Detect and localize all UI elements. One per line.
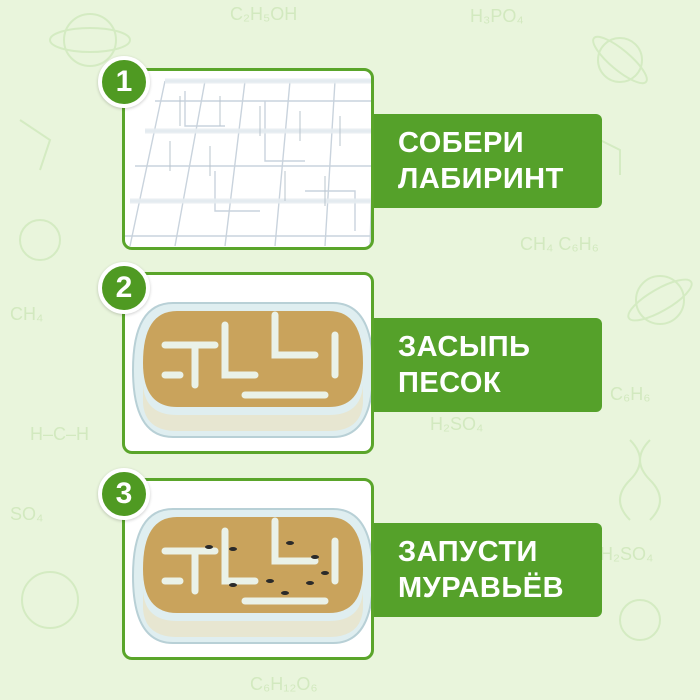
step-3-line-2: МУРАВЬЁВ: [398, 572, 565, 604]
step-3-instruction: ЗАПУСТИ МУРАВЬЁВ: [374, 523, 602, 617]
step-1-instruction: СОБЕРИ ЛАБИРИНТ: [374, 114, 602, 208]
step-2-number-badge: 2: [98, 262, 150, 314]
svg-text:H₂SO₄: H₂SO₄: [600, 544, 653, 564]
empty-plastic-maze-illustration: [125, 78, 371, 247]
step-2-image-frame: [122, 272, 374, 454]
step-3-line-1: ЗАПУСТИ: [398, 536, 538, 568]
step-1-line-2: ЛАБИРИНТ: [398, 163, 564, 195]
ants: [205, 541, 329, 595]
svg-text:H–C–H: H–C–H: [30, 424, 89, 444]
step-2-line-1: ЗАСЫПЬ: [398, 331, 531, 363]
svg-text:CH₄ C₆H₆: CH₄ C₆H₆: [520, 234, 599, 254]
svg-text:H₃PO₄: H₃PO₄: [470, 6, 524, 26]
step-2-line-2: ПЕСОК: [398, 367, 502, 399]
svg-text:C₆H₆: C₆H₆: [610, 384, 651, 404]
svg-text:SO₄: SO₄: [10, 504, 43, 524]
svg-text:C₂H₅OH: C₂H₅OH: [230, 4, 297, 24]
step-2-instruction: ЗАСЫПЬ ПЕСОК: [374, 318, 602, 412]
step-1-image-frame: [122, 68, 374, 250]
svg-text:C₆H₁₂O₆: C₆H₁₂O₆: [250, 674, 318, 694]
step-3-number-badge: 3: [98, 468, 150, 520]
ant-maze-illustration: [131, 508, 371, 644]
svg-text:H₂SO₄: H₂SO₄: [430, 414, 483, 434]
sand-filled-maze-illustration: [131, 302, 371, 438]
step-1-line-1: СОБЕРИ: [398, 127, 525, 159]
step-3-image-frame: [122, 478, 374, 660]
svg-text:CH₄: CH₄: [10, 304, 43, 324]
step-1-number-badge: 1: [98, 56, 150, 108]
